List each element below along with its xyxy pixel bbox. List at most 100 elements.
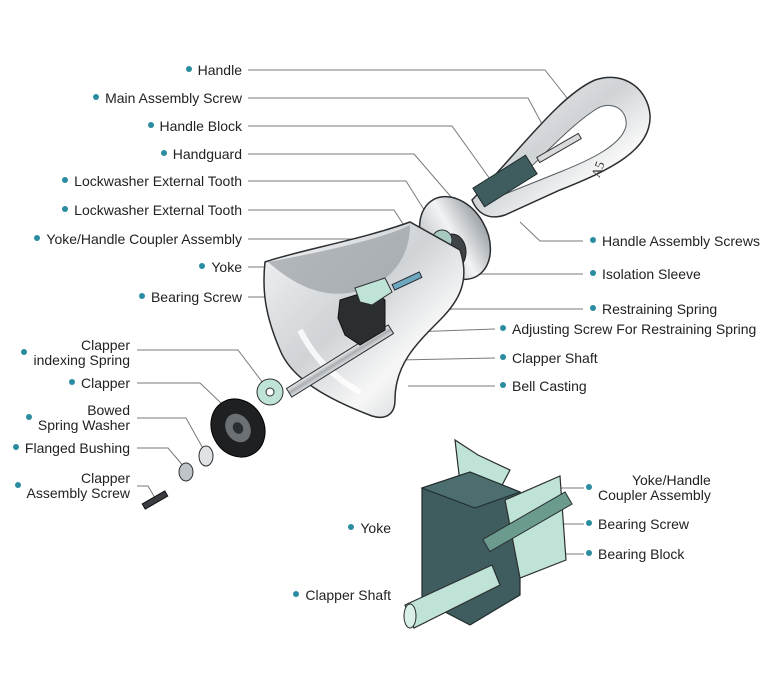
- label-bullet: [590, 305, 596, 312]
- label-text: Lockwasher External Tooth: [74, 201, 242, 218]
- label-yoke: Yoke: [193, 259, 242, 275]
- label-clapper-shaft: Clapper Shaft: [494, 350, 598, 366]
- main-assembly-screw: [536, 132, 582, 164]
- label-bearing-screw: Bearing Screw: [133, 289, 242, 305]
- clapper-indexing-spring-art: [256, 378, 284, 406]
- label-restraining-spring: Restraining Spring: [584, 301, 717, 317]
- label-text: Adjusting Screw For Restraining Spring: [512, 320, 757, 337]
- label-clapper-indexing-spring: Clapper indexing Spring: [15, 338, 130, 368]
- label-text: Yoke: [360, 519, 391, 536]
- label-bell-casting: Bell Casting: [494, 378, 587, 394]
- label-text: Bell Casting: [512, 377, 587, 394]
- label-clapper: Clapper: [63, 375, 130, 391]
- label-bullet: [160, 150, 167, 157]
- leader-bowed-spring-washer: [137, 417, 206, 453]
- label-text: Bearing Screw: [150, 288, 242, 305]
- leader-flanged-bushing: [137, 447, 186, 469]
- label-bullet: [348, 524, 355, 531]
- leader-main-assembly-screw: [248, 97, 557, 151]
- label-text: Clapper Shaft: [305, 586, 391, 603]
- label-bullet: [138, 293, 145, 300]
- label-text: Lockwasher External Tooth: [74, 172, 242, 189]
- label-bullet: [586, 484, 592, 490]
- label-text: Main Assembly Screw: [105, 89, 242, 106]
- label-text: Bowed Spring Washer: [37, 402, 130, 433]
- label-bullet: [62, 206, 69, 213]
- label-text: Clapper Assembly Screw: [26, 470, 130, 501]
- label-lockwasher-2: Lockwasher External Tooth: [56, 202, 242, 218]
- label-adjusting-screw: Adjusting Screw For Restraining Spring: [494, 321, 756, 337]
- mechanism-art: [285, 271, 423, 398]
- handle-marking: A5: [588, 159, 608, 179]
- flanged-bushing-art: [178, 462, 194, 482]
- label-handle-block: Handle Block: [142, 117, 243, 134]
- label-bullet: [586, 550, 592, 557]
- yoke-coupler: [354, 277, 393, 306]
- leader-clapper-assembly-screw: [137, 485, 156, 499]
- handle-block: [472, 154, 538, 208]
- label-text: Bearing Screw: [598, 515, 690, 532]
- label-bullet: [93, 94, 100, 101]
- label-bullet: [147, 122, 154, 129]
- label-detail-bearing-block: Bearing Block: [580, 546, 684, 562]
- leader-handle-assembly-screws: [519, 221, 583, 242]
- detail-shaft-end: [403, 603, 417, 629]
- leader-handle: [248, 69, 576, 109]
- label-bullet: [68, 379, 75, 386]
- restraining-spring: [391, 271, 423, 291]
- clapper-shaft: [285, 324, 395, 398]
- clapper-art: [210, 398, 266, 458]
- label-text: Restraining Spring: [602, 300, 718, 317]
- label-handguard: Handguard: [155, 146, 242, 162]
- label-clapper-assembly-screw: Clapper Assembly Screw: [9, 471, 130, 501]
- detail-bearing-screw: [482, 491, 573, 553]
- bowed-spring-washer-art: [198, 445, 214, 467]
- label-text: Handguard: [172, 145, 242, 162]
- label-text: Clapper Shaft: [512, 349, 598, 366]
- label-text: Yoke: [211, 258, 242, 275]
- detail-inset-art: [403, 438, 573, 629]
- detail-yoke-top: [420, 471, 522, 509]
- label-yoke-handle-coupler: Yoke/Handle Coupler Assembly: [28, 231, 242, 247]
- label-text: Handle Block: [159, 117, 243, 134]
- label-text: Handle: [197, 61, 242, 78]
- label-handle-assembly-screws: Handle Assembly Screws: [584, 233, 760, 249]
- leader-clapper: [137, 382, 223, 405]
- label-bullet: [500, 325, 506, 332]
- label-bullet: [12, 444, 19, 451]
- label-bullet: [199, 263, 206, 270]
- label-bullet: [586, 520, 592, 527]
- label-text: Yoke/Handle Coupler Assembly: [46, 230, 242, 247]
- label-detail-clapper-shaft: Clapper Shaft: [287, 587, 391, 603]
- label-bullet: [590, 237, 596, 244]
- loose-parts-art: [141, 378, 284, 510]
- label-lockwasher-1: Lockwasher External Tooth: [56, 173, 242, 189]
- label-bullet: [500, 354, 506, 361]
- label-detail-coupler: Yoke/Handle Coupler Assembly: [580, 473, 711, 503]
- label-detail-yoke: Yoke: [342, 520, 391, 536]
- label-isolation-sleeve: Isolation Sleeve: [584, 266, 701, 282]
- label-bowed-spring-washer: Bowed Spring Washer: [20, 403, 130, 433]
- label-handle: Handle: [180, 62, 242, 78]
- label-bullet: [62, 177, 69, 184]
- label-text: Yoke/Handle Coupler Assembly: [598, 472, 711, 503]
- label-text: Bearing Block: [598, 545, 685, 562]
- handle-art: A5: [471, 76, 651, 218]
- label-bullet: [590, 270, 596, 277]
- label-bullet: [21, 349, 28, 355]
- label-text: Flanged Bushing: [24, 439, 130, 456]
- leader-clapper-indexing-spring: [137, 349, 267, 388]
- label-bullet: [25, 414, 32, 420]
- leader-handle-block: [248, 125, 506, 201]
- label-bullet: [34, 235, 41, 242]
- label-text: Isolation Sleeve: [602, 265, 701, 282]
- label-text: Clapper indexing Spring: [33, 337, 130, 368]
- label-bullet: [500, 382, 506, 389]
- label-bullet: [293, 591, 300, 598]
- label-bullet: [185, 66, 192, 73]
- label-flanged-bushing: Flanged Bushing: [7, 440, 130, 456]
- bell-inner-shadow: [268, 225, 410, 294]
- label-bullet: [14, 482, 21, 488]
